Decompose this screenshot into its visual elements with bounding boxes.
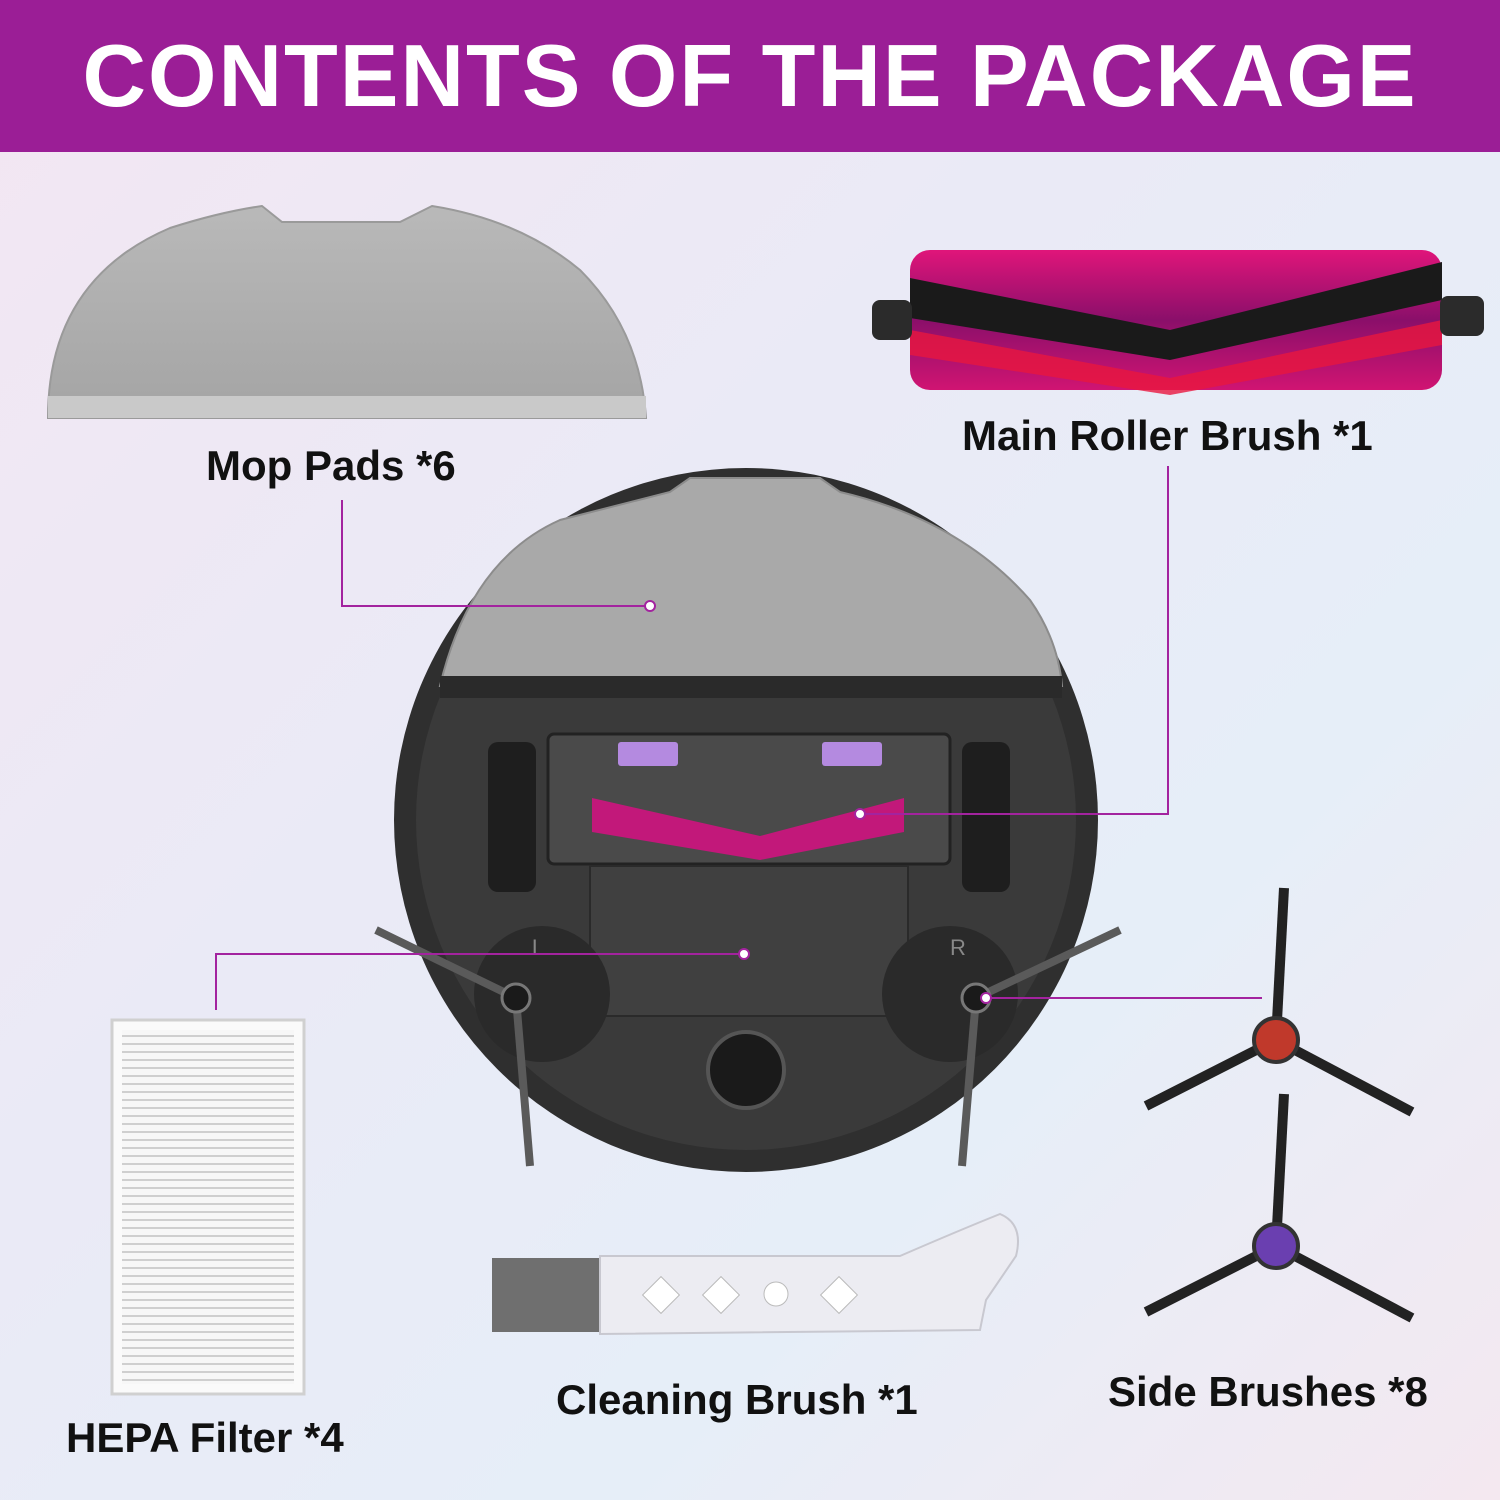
- label-hepa-filter: HEPA Filter *4: [66, 1414, 344, 1461]
- side-brush-purple-image: [1143, 1093, 1415, 1323]
- label-cleaning-brush: Cleaning Brush *1: [556, 1376, 918, 1423]
- mop-pad-image: [46, 204, 648, 419]
- label-main-roller-brush: Main Roller Brush *1: [962, 412, 1373, 459]
- cleaning-brush-image: [492, 1212, 1019, 1336]
- robot-vacuum-image: L R: [374, 468, 1122, 1172]
- left-mark: L: [532, 935, 544, 960]
- page-title: CONTENTS OF THE PACKAGE: [82, 26, 1418, 125]
- header-banner: CONTENTS OF THE PACKAGE: [0, 0, 1500, 152]
- label-side-brushes: Side Brushes *8: [1108, 1368, 1428, 1415]
- hepa-filter-image: [110, 1018, 306, 1396]
- side-brush-red-image: [1143, 887, 1415, 1117]
- callout-lines: [215, 466, 1262, 1010]
- right-mark: R: [950, 935, 966, 960]
- main-roller-brush-image: [872, 250, 1484, 395]
- callout-dots: [644, 600, 992, 1004]
- label-mop-pads: Mop Pads *6: [206, 442, 456, 489]
